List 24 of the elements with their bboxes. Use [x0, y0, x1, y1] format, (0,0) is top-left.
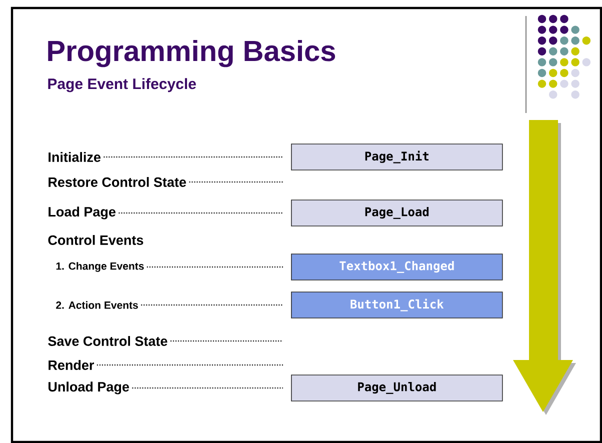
leader-line [141, 304, 283, 306]
event-box: Textbox1_Changed [291, 254, 503, 280]
leader-line [132, 387, 283, 389]
leader-line [104, 156, 283, 158]
title: Programming Basics [48, 40, 336, 68]
section-label: Control Events [48, 235, 144, 245]
stage-label: Initialize [48, 152, 101, 162]
stage-label: Unload Page [48, 382, 129, 394]
event-box: Button1_Click [291, 292, 503, 318]
leader-line [170, 340, 283, 342]
stage-label: 2. Action Events [56, 301, 138, 309]
event-box: Page_Unload [291, 374, 503, 402]
event-box: Page_Init [291, 144, 503, 170]
stage-label: Restore Control State [48, 177, 186, 187]
stage-label: 1. Change Events [56, 262, 144, 272]
event-box: Page_Load [291, 200, 503, 226]
stage-label: Load Page [48, 206, 116, 220]
leader-line [118, 212, 283, 214]
stage-label: Save Control State [48, 336, 168, 346]
stage-label: Render [48, 360, 94, 370]
leader-line [96, 364, 283, 366]
leader-line [146, 266, 283, 268]
subtitle: Page Event Lifecycle [48, 78, 196, 92]
leader-line [189, 181, 283, 183]
